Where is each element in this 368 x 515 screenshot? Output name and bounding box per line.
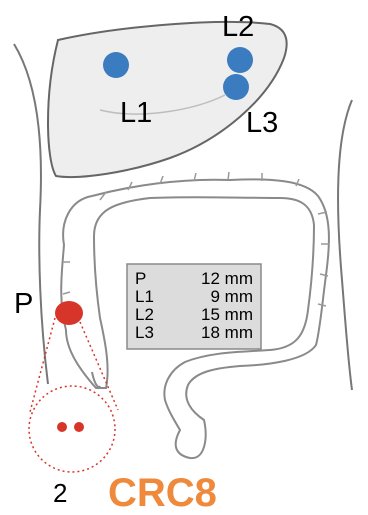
inset-tumor-1 — [57, 422, 67, 432]
zoom-inset-circle — [29, 386, 115, 472]
primary-tumor — [55, 301, 83, 325]
size-table-lesion: L1 — [135, 287, 154, 306]
primary-label: P — [14, 288, 33, 320]
size-table-value: 12 mm — [201, 269, 253, 288]
liver-label-l3: L3 — [246, 107, 278, 139]
size-table-value: 15 mm — [201, 305, 253, 324]
torso-right-outline — [338, 100, 352, 390]
liver-label-l1: L1 — [120, 97, 152, 129]
inset-count-label: 2 — [53, 478, 67, 508]
liver-lesion-l3 — [223, 74, 249, 100]
case-label: CRC8 — [108, 471, 217, 515]
size-table-value: 9 mm — [211, 287, 254, 306]
liver-lesion-l1 — [103, 52, 129, 78]
size-table-lesion: L2 — [135, 305, 154, 324]
liver-lesion-l2 — [227, 47, 253, 73]
size-table-value: 18 mm — [201, 323, 253, 342]
torso-left-outline — [14, 44, 48, 384]
liver-shape — [48, 22, 287, 177]
size-table-lesion: L3 — [135, 323, 154, 342]
size-table-lesion: P — [135, 269, 146, 288]
inset-tumor-2 — [74, 422, 84, 432]
liver-label-l2: L2 — [222, 11, 254, 43]
